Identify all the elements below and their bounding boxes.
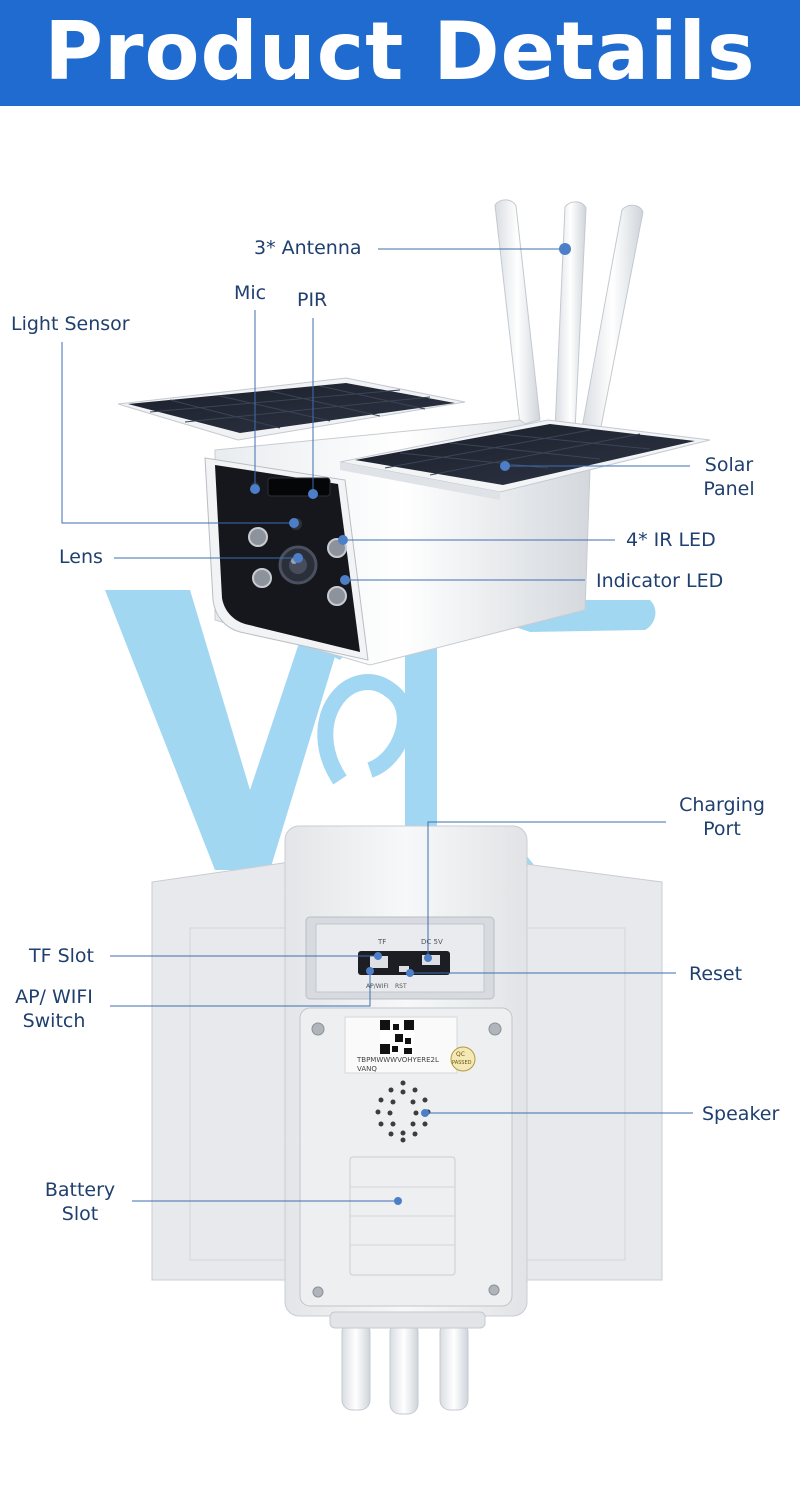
front-camera (117, 199, 711, 666)
speaker-grill (375, 1080, 431, 1143)
label-battery-slot: Battery Slot (44, 1179, 116, 1225)
page-title: Product Details (44, 5, 756, 98)
label-antenna: 3* Antenna (254, 237, 362, 259)
svg-text:PASSED: PASSED (452, 1060, 472, 1066)
label-speaker: Speaker (702, 1103, 780, 1125)
ap-wifi-print: AP/WIFI (366, 983, 389, 990)
label-charging-port: Charging Port (679, 794, 765, 840)
leader-lines (61, 248, 693, 1202)
svg-text:QC: QC (456, 1051, 465, 1058)
label-indicator-led: Indicator LED (596, 570, 724, 592)
label-pir: PIR (297, 289, 328, 311)
label-ap-wifi-switch: AP/ WIFI Switch (15, 986, 93, 1032)
label-light-sensor: Light Sensor (11, 313, 130, 335)
dc5v-print: DC 5V (421, 938, 443, 946)
label-ir-led: 4* IR LED (626, 529, 716, 551)
label-mic: Mic (234, 282, 267, 304)
label-solar-panel: Solar Panel (703, 454, 755, 500)
tf-print: TF (377, 938, 386, 946)
back-camera: TF DC 5V AP/WIFI RST TBPMWWWVOHYERE2L VA… (151, 825, 663, 1415)
serial-print-2: VANQ (357, 1065, 377, 1073)
label-lens: Lens (59, 546, 103, 568)
qr-code (380, 1020, 414, 1054)
marker-dots (250, 243, 571, 1205)
solar-panel-right (339, 419, 711, 500)
label-tf-slot: TF Slot (29, 945, 94, 967)
serial-print: TBPMWWWVOHYERE2L (356, 1056, 439, 1064)
qc-passed-sticker: QC PASSED (450, 1046, 476, 1072)
rst-print: RST (395, 983, 407, 990)
solar-panel-left (117, 377, 466, 441)
antennas (494, 199, 644, 433)
label-reset: Reset (689, 963, 743, 985)
header-banner: Product Details (0, 0, 800, 106)
